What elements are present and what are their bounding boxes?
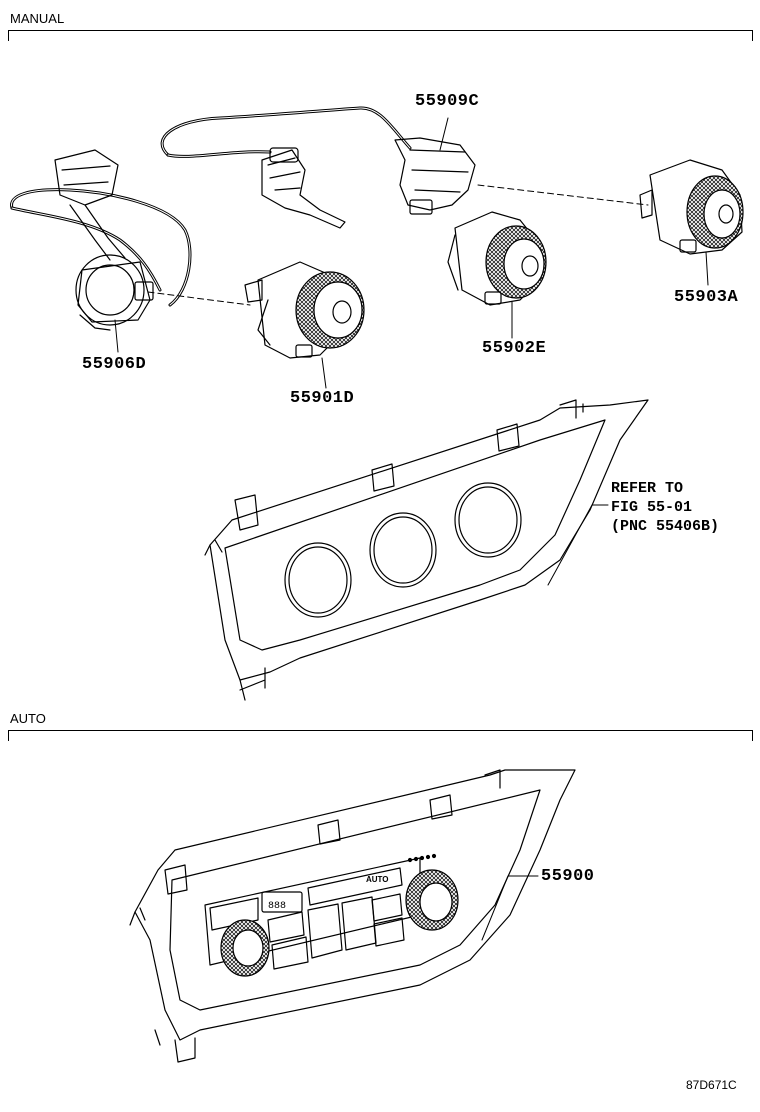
section-label-auto: AUTO: [10, 711, 46, 726]
part-number-55901d: 55901D: [290, 389, 355, 408]
part-number-55900: 55900: [541, 867, 595, 886]
reference-line-2: FIG 55-01: [611, 499, 693, 516]
panel-temp-readout: 888: [268, 901, 286, 912]
part-number-55909c: 55909C: [415, 92, 480, 111]
knob-55903a: [639, 159, 744, 255]
cable-assembly-55909c: [160, 106, 476, 229]
part-number-55906d: 55906D: [82, 355, 147, 374]
knob-55902e: [447, 211, 547, 306]
knob-55901d: [244, 261, 365, 359]
section-divider-auto: [8, 730, 753, 741]
part-number-55903a: 55903A: [674, 288, 739, 307]
section-divider-manual: [8, 30, 753, 41]
section-label-manual: MANUAL: [10, 11, 65, 26]
leader-lines: [114, 117, 709, 941]
auto-control-panel: [129, 769, 576, 1063]
cable-assembly-55906d: [10, 149, 192, 331]
panel-auto-label: AUTO: [366, 875, 389, 884]
connection-lines: [147, 184, 649, 306]
figure-code: 87D671C: [686, 1078, 737, 1092]
reference-line-3: (PNC 55406B): [611, 518, 720, 535]
reference-line-1: REFER TO: [611, 480, 684, 497]
part-number-55902e: 55902E: [482, 339, 547, 358]
manual-bezel: [204, 399, 649, 701]
